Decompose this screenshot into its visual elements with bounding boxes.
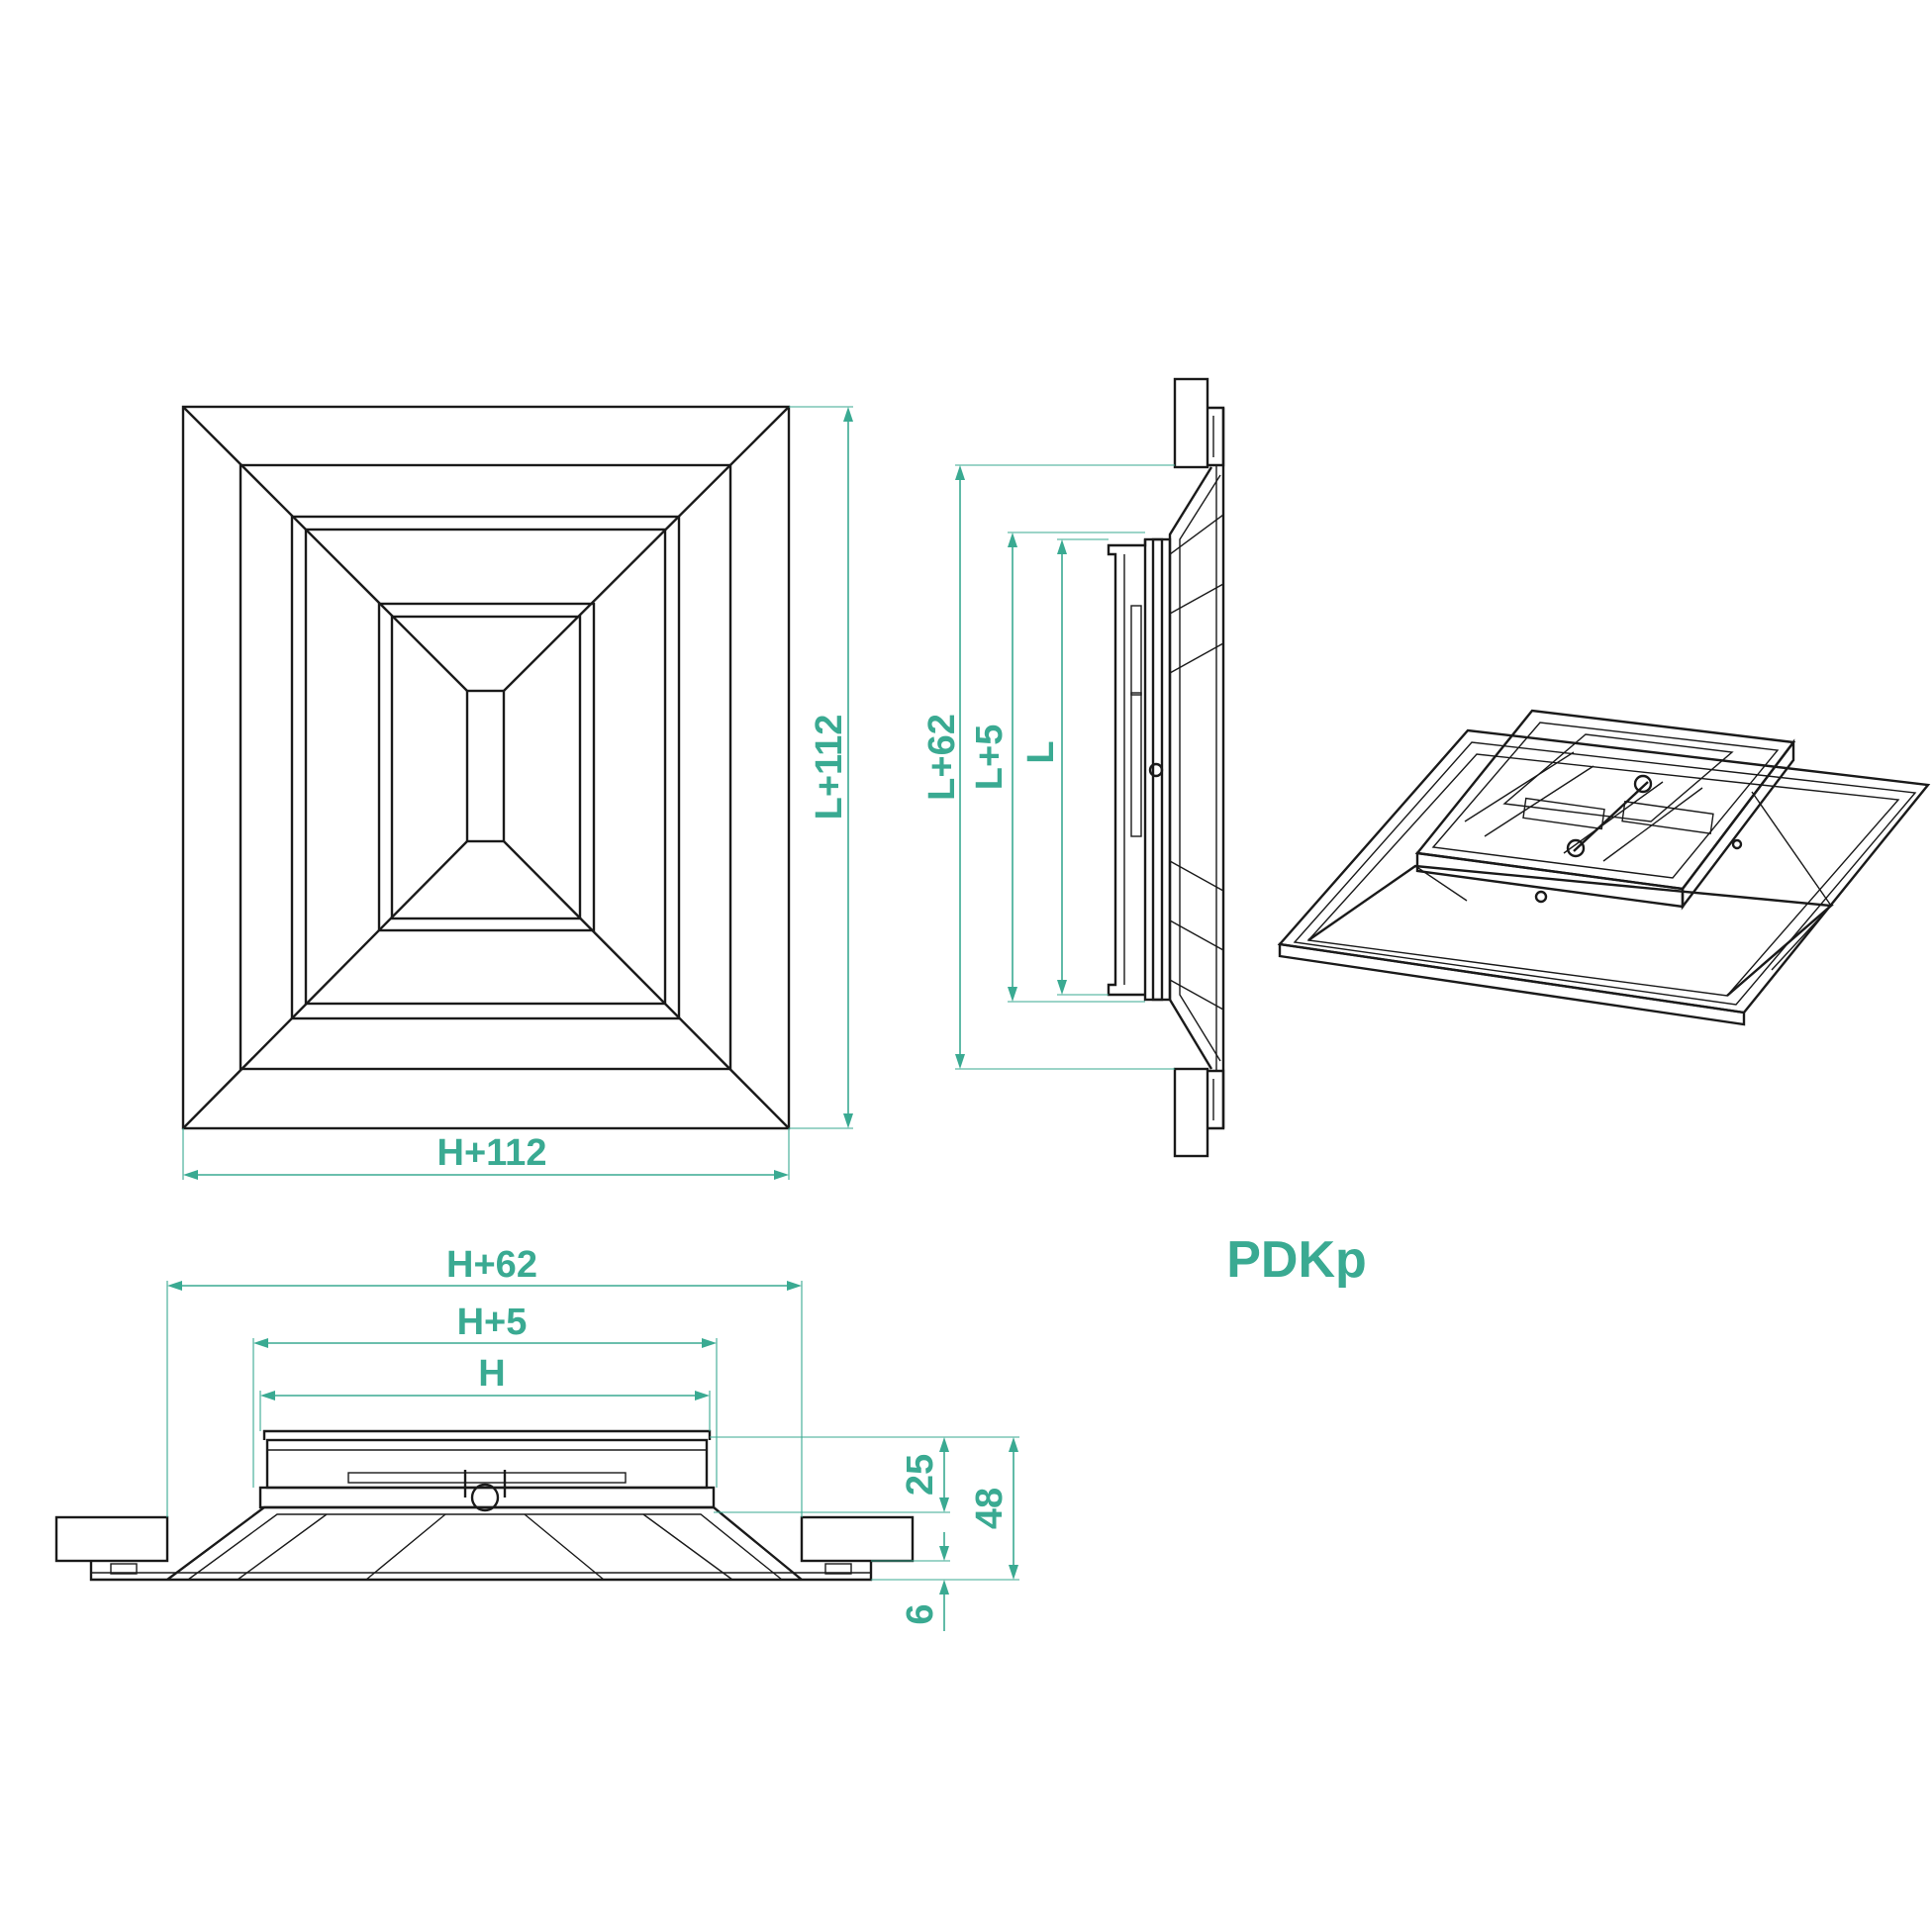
dim-label-l-plus-112: L+112 [809, 715, 850, 821]
dim-label-h: H [478, 1353, 505, 1395]
dim-label-l: L [1020, 740, 1062, 763]
dim-label-6: 6 [900, 1603, 941, 1624]
dim-label-25: 25 [900, 1454, 941, 1496]
dim-label-l-plus-5: L+5 [969, 724, 1011, 791]
bottom-view-dimensions: H+62 H+5 H 25 48 6 [166, 1244, 1019, 1631]
product-title: PDKp [1226, 1231, 1367, 1289]
dim-label-h-plus-112: H+112 [437, 1132, 547, 1174]
isometric-view [1277, 709, 1931, 1026]
dim-label-h-plus-5: H+5 [457, 1302, 528, 1343]
front-view [181, 405, 791, 1130]
dim-label-h-plus-62: H+62 [446, 1244, 537, 1286]
bottom-view [54, 1429, 915, 1582]
front-view-dimensions: L+112 H+112 [182, 406, 853, 1180]
side-view-dimensions: L+62 L+5 L [921, 464, 1175, 1070]
dim-label-l-plus-62: L+62 [921, 714, 963, 801]
side-view [1107, 377, 1225, 1158]
dim-label-48: 48 [969, 1488, 1011, 1529]
